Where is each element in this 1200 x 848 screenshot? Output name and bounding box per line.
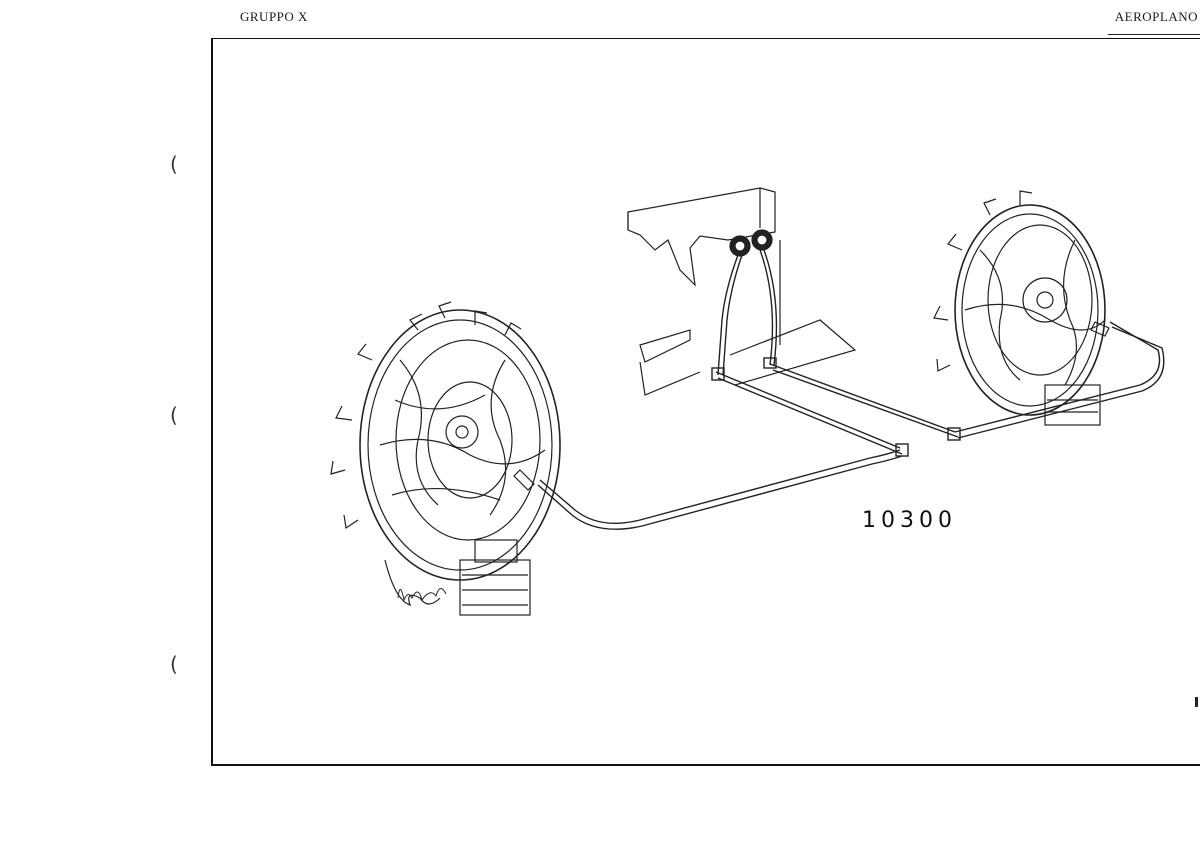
header-section-label: AEROPLANO <box>1114 9 1198 24</box>
instrument-bracket-icon <box>627 187 857 396</box>
punch-hole-mark: ( <box>170 152 178 176</box>
capillary-tube-lines <box>537 249 1165 530</box>
figure-number: 10300 <box>862 508 957 533</box>
header-rule <box>1108 34 1200 35</box>
edge-mark <box>1195 697 1198 707</box>
punch-hole-mark: ( <box>170 403 178 427</box>
punch-hole-mark: ( <box>170 652 178 676</box>
signature-icon <box>397 588 447 602</box>
dual-gauge-icon <box>729 229 773 257</box>
header-group-label: GRUPPO X <box>240 9 308 24</box>
drawing-frame <box>211 38 1200 766</box>
left-engine-icon <box>330 301 561 616</box>
right-engine-icon <box>933 190 1110 426</box>
